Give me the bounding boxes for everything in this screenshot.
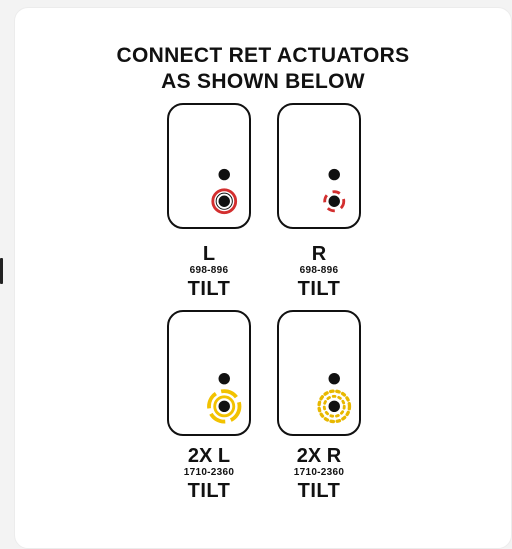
caption-2x-r: 2X R 1710-2360 TILT [264,446,374,502]
port-diagram-l [167,103,251,229]
dashed-red-ring [323,190,346,213]
lower-dot [328,400,340,413]
port-tilt: TILT [187,278,231,300]
port-label: 2X R [296,445,342,467]
lower-dot [218,400,230,413]
outer-dotted-ring [317,389,352,424]
inner-dotted-ring [322,394,346,418]
port-tilt: TILT [297,278,341,300]
upper-dot [218,373,230,385]
caption-r: R 698-896 TILT [264,244,374,300]
instruction-card: CONNECT RET ACTUATORS AS SHOWN BELOW L 6… [14,7,512,549]
solid-red-ring [211,188,238,215]
port-2x-l-icon [207,373,242,424]
port-r-icon [323,168,346,213]
port-tilt: TILT [297,480,341,502]
drag-handle[interactable] [0,258,3,284]
inner-yellow-ring [213,395,236,418]
port-range: 698-896 [299,265,339,276]
port-diagram-r [277,103,361,229]
outer-yellow-ring [207,389,242,424]
port-range: 1710-2360 [183,467,235,478]
port-range: 1710-2360 [293,467,345,478]
port-label: 2X L [187,445,231,467]
lower-dot [218,195,230,207]
port-diagram-2x-l [167,310,251,436]
port-range: 698-896 [189,265,229,276]
port-tilt: TILT [187,480,231,502]
port-2x-r-icon [317,373,352,424]
instruction-title: CONNECT RET ACTUATORS AS SHOWN BELOW [15,43,511,95]
caption-l: L 698-896 TILT [154,244,264,300]
port-diagram-2x-r [277,310,361,436]
title-line-2: AS SHOWN BELOW [161,70,365,93]
port-label: L [202,243,216,265]
port-label: R [311,243,327,265]
upper-dot [328,373,340,385]
lower-dot [328,195,340,207]
title-line-1: CONNECT RET ACTUATORS [116,44,410,67]
caption-2x-l: 2X L 1710-2360 TILT [154,446,264,502]
upper-dot [328,168,340,181]
upper-dot [218,168,230,181]
port-l-icon [211,168,238,215]
